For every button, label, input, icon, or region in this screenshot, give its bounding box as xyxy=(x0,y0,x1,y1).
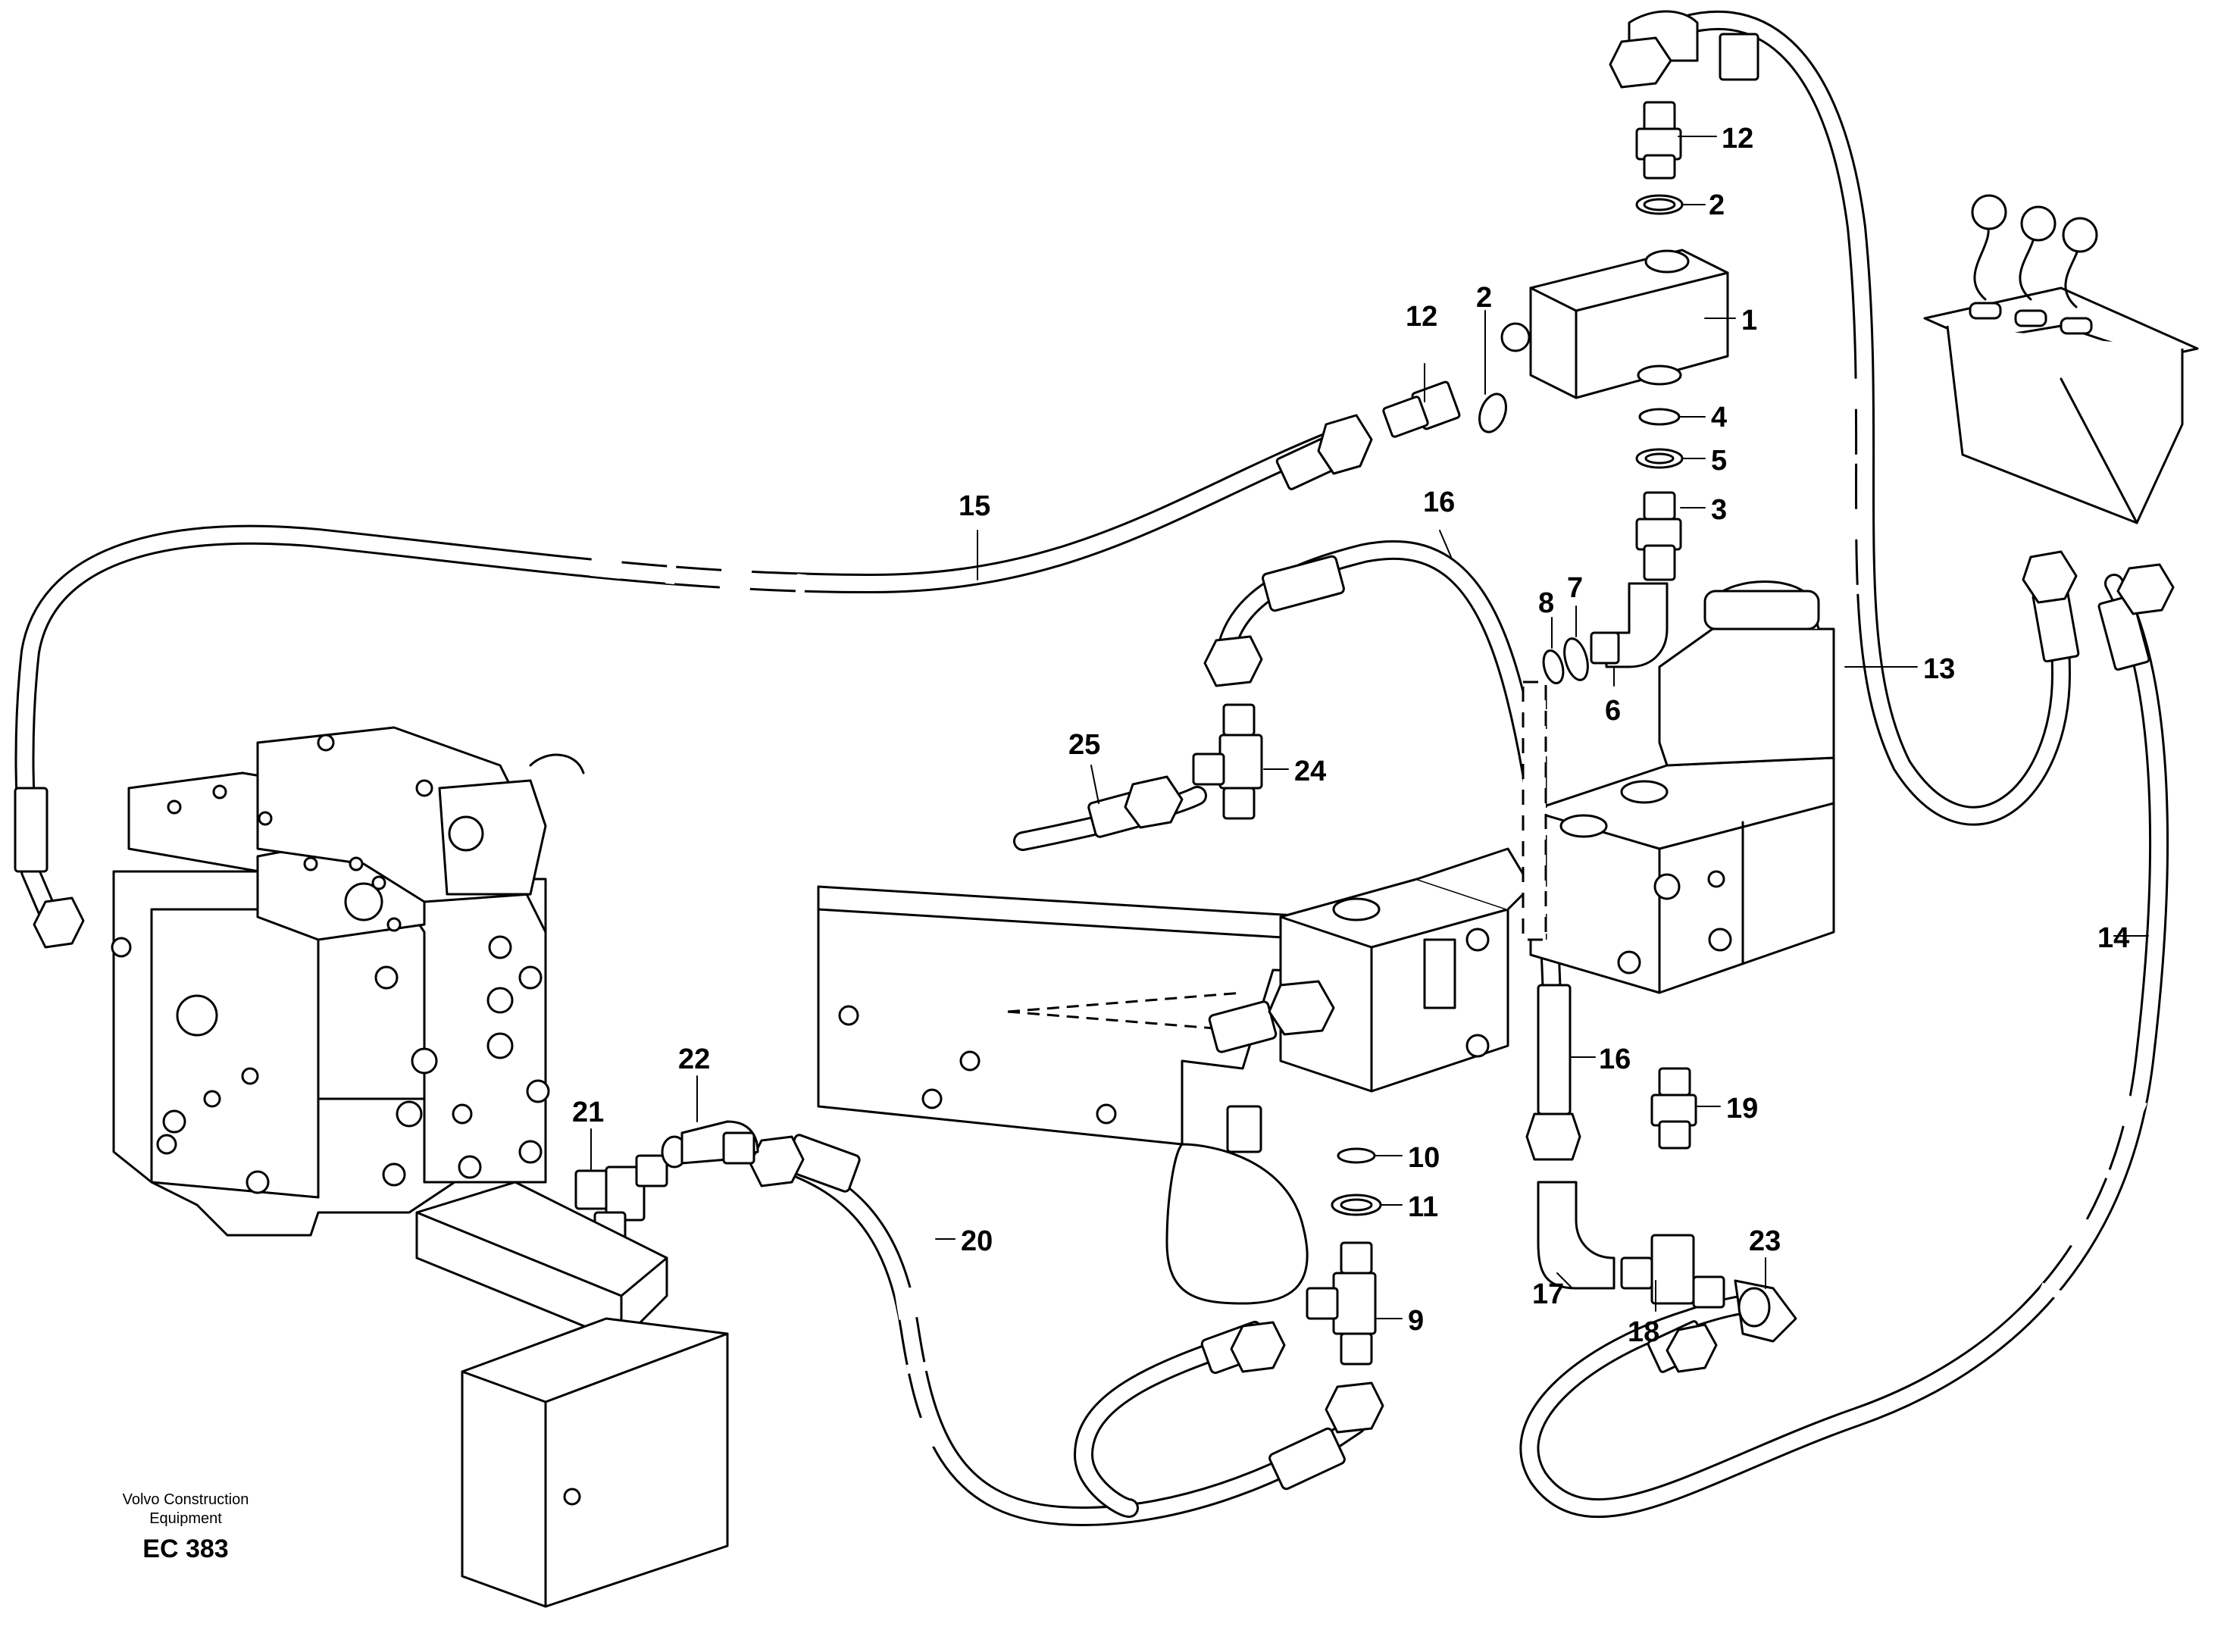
callout-16a: 16 xyxy=(1423,487,1455,518)
fitting-3 xyxy=(1635,491,1682,581)
callout-9: 9 xyxy=(1408,1305,1424,1337)
elbow-6 xyxy=(1590,582,1669,668)
directional-valve xyxy=(1529,580,1835,994)
fitting-12-left xyxy=(1382,380,1461,438)
solenoid-valve-block xyxy=(1279,847,1532,1093)
callout-12b: 12 xyxy=(1406,301,1437,333)
seal-4 xyxy=(1638,408,1681,426)
callout-2b: 2 xyxy=(1476,282,1492,314)
callout-15: 15 xyxy=(959,490,990,522)
hose-13 xyxy=(1609,10,2080,826)
callout-13: 13 xyxy=(1923,653,1955,685)
callout-17: 17 xyxy=(1532,1278,1564,1310)
tee-9 xyxy=(1306,1241,1384,1434)
callout-6: 6 xyxy=(1605,695,1621,727)
callout-7: 7 xyxy=(1567,572,1583,604)
hose-20 xyxy=(749,1134,1366,1526)
callout-22: 22 xyxy=(678,1043,710,1075)
callout-21: 21 xyxy=(572,1097,604,1128)
elbow-17 xyxy=(1537,1181,1616,1290)
callout-4: 4 xyxy=(1711,402,1727,433)
brand-line-2: Equipment xyxy=(149,1510,222,1527)
callout-19: 19 xyxy=(1726,1093,1758,1125)
seal-7 xyxy=(1563,637,1589,681)
seal-11 xyxy=(1331,1194,1382,1216)
callout-18: 18 xyxy=(1628,1316,1659,1348)
tee-24 xyxy=(1192,703,1263,820)
hose-14 xyxy=(1519,563,2175,1518)
callout-10: 10 xyxy=(1408,1142,1440,1174)
callout-1: 1 xyxy=(1741,305,1757,336)
block-box-lower xyxy=(461,1317,729,1608)
block-1 xyxy=(1500,249,1729,399)
elbow-22 xyxy=(661,1120,759,1169)
hydraulic-pump-assembly xyxy=(111,726,585,1237)
accumulator xyxy=(1165,1105,1309,1305)
callout-8: 8 xyxy=(1538,587,1554,619)
callouts: 12 2 1 12 2 4 5 3 6 7 8 13 14 15 16 16 2… xyxy=(572,123,2129,1348)
callout-3: 3 xyxy=(1711,494,1727,526)
callout-24: 24 xyxy=(1294,756,1326,787)
elbow-23 xyxy=(1734,1279,1797,1343)
hose-9-branch xyxy=(1074,1320,1286,1518)
dashed-guide xyxy=(1522,681,1547,941)
leader-lines xyxy=(590,136,2149,1319)
callout-16b: 16 xyxy=(1599,1043,1631,1075)
tee-18 xyxy=(1620,1234,1725,1309)
callout-5: 5 xyxy=(1711,445,1727,477)
control-lever-unit xyxy=(1923,194,2199,524)
hose-15 xyxy=(14,414,1373,949)
footer: Volvo Construction Equipment EC 383 xyxy=(123,1491,249,1563)
callout-20: 20 xyxy=(961,1225,993,1257)
seal-10 xyxy=(1337,1147,1376,1164)
brand-line-1: Volvo Construction xyxy=(123,1491,249,1508)
callout-12a: 12 xyxy=(1722,123,1753,155)
hose-25 xyxy=(1013,775,1207,851)
callout-14: 14 xyxy=(2097,922,2129,954)
callout-25: 25 xyxy=(1068,729,1100,761)
figure-code: EC 383 xyxy=(142,1535,228,1563)
pressure-switch-fitting xyxy=(1208,980,1335,1053)
seal-2-top xyxy=(1635,194,1684,215)
fitting-19 xyxy=(1650,1067,1697,1150)
fitting-12-top xyxy=(1635,101,1682,180)
seal-5 xyxy=(1635,448,1684,469)
callout-2a: 2 xyxy=(1709,189,1725,221)
callout-11: 11 xyxy=(1408,1191,1438,1223)
seal-8 xyxy=(1542,649,1565,684)
seal-2-left xyxy=(1478,393,1507,433)
callout-23: 23 xyxy=(1749,1225,1781,1257)
